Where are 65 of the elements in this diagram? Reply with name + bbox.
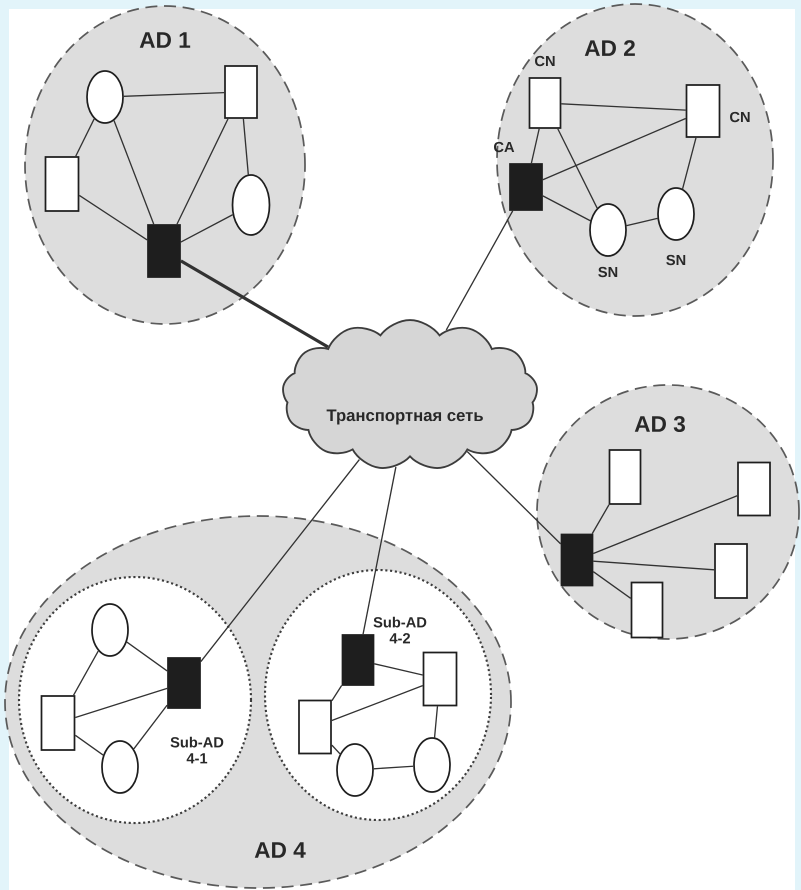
cloud-label: Транспортная сеть	[326, 410, 483, 424]
connector-line	[561, 103, 686, 111]
circle-node	[232, 174, 270, 236]
connector-line	[434, 706, 438, 738]
domain-label: AD 1	[140, 32, 190, 48]
connector-line	[331, 685, 342, 702]
domain-label: Sub-AD 4-2	[374, 616, 426, 644]
filled-square-node	[167, 657, 201, 709]
connector-line	[124, 92, 224, 97]
filled-square-node	[147, 224, 181, 278]
connector-line	[242, 118, 249, 174]
connector-line	[133, 704, 168, 750]
connector-line	[542, 118, 686, 180]
connector-line	[75, 688, 168, 718]
connector-line	[362, 466, 397, 634]
connector-line	[79, 194, 148, 240]
connector-line	[530, 128, 540, 164]
square-node	[224, 65, 258, 119]
square-node	[298, 700, 332, 754]
circle-node	[101, 740, 139, 794]
connector-line	[542, 195, 591, 222]
connector-line	[126, 642, 168, 672]
domain-label: AD 2	[584, 40, 635, 56]
connector-line	[180, 214, 233, 243]
connector-line	[200, 459, 360, 662]
connector-line	[113, 120, 154, 224]
connector-line	[72, 650, 99, 696]
connector-line	[592, 571, 632, 599]
square-node	[40, 695, 76, 751]
square-node	[714, 543, 748, 599]
connector-line	[332, 685, 423, 722]
connector-line	[682, 138, 697, 190]
connector-line	[466, 451, 562, 544]
node-label: SN	[666, 254, 686, 266]
circle-node	[91, 603, 129, 657]
connector-line	[374, 766, 414, 770]
connector-line	[626, 218, 658, 226]
square-node	[422, 652, 458, 706]
connector-line	[176, 118, 229, 224]
connector-line	[593, 560, 714, 570]
circle-node	[413, 737, 451, 793]
node-label: CN	[730, 112, 750, 122]
connector-line	[593, 495, 738, 554]
filled-square-node	[560, 534, 594, 586]
node-label: CA	[494, 142, 514, 152]
connector-line	[74, 734, 104, 756]
square-node	[44, 156, 80, 212]
circle-node	[86, 70, 124, 124]
node-label: CN	[535, 56, 555, 66]
domain-label: AD 3	[634, 416, 685, 432]
node-label: SN	[598, 266, 618, 278]
connector-line	[75, 118, 95, 156]
circle-node	[336, 743, 374, 797]
connector-line	[331, 744, 340, 754]
square-node	[608, 449, 642, 505]
square-node	[630, 582, 664, 638]
connector-line	[557, 128, 598, 208]
domain-label: Sub-AD 4-1	[170, 736, 224, 764]
domain-label: AD 4	[254, 842, 306, 858]
connector-line	[592, 504, 610, 534]
filled-square-node	[342, 634, 374, 686]
connector-line	[374, 663, 423, 676]
connector-line	[446, 210, 514, 330]
square-node	[737, 462, 771, 516]
connector-line	[180, 259, 329, 348]
